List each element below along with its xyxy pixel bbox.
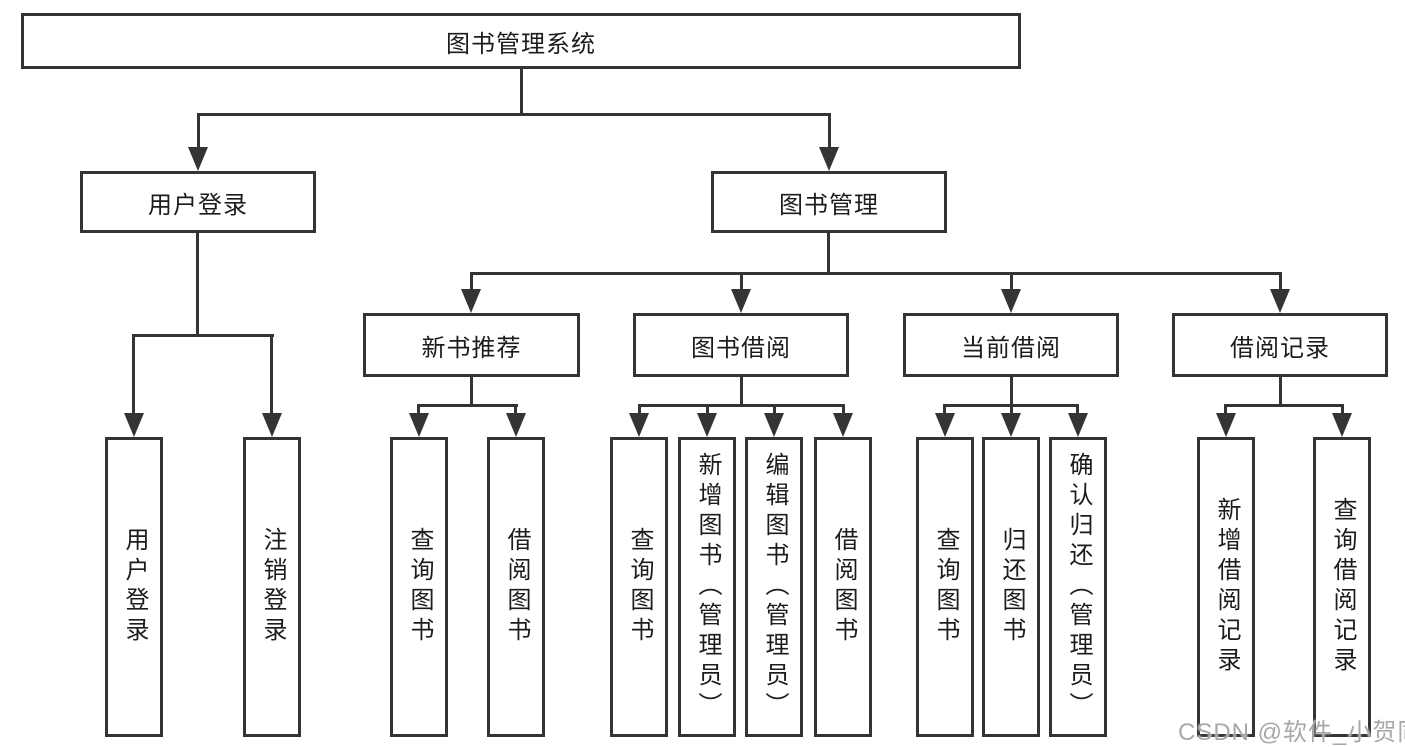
arrowhead: [629, 413, 649, 437]
node-library-system-label: 图书管理系统: [446, 30, 596, 58]
arrowhead: [1068, 413, 1088, 437]
arrowhead: [819, 147, 839, 171]
leaf-logout: 注销登录: [243, 437, 301, 737]
leaf-query-borrow-record: 查询借阅记录: [1313, 437, 1371, 737]
leaf-query-books-borrowing: 查询图书: [610, 437, 668, 737]
arrowhead: [1001, 289, 1021, 313]
arrowhead: [1001, 413, 1021, 437]
arrowhead: [506, 413, 526, 437]
leaf-add-books-admin: 新增图书（管理员）: [678, 437, 736, 737]
leaf-edit-books-admin-label: 编辑图书（管理员）: [761, 452, 788, 722]
connector-line: [270, 334, 273, 414]
connector-line: [197, 113, 200, 149]
arrowhead: [935, 413, 955, 437]
leaf-query-books-borrowing-label: 查询图书: [626, 527, 653, 647]
connector-line: [842, 404, 845, 416]
connector-line: [1010, 377, 1013, 407]
leaf-confirm-return-admin-label: 确认归还（管理员）: [1065, 452, 1092, 722]
arrowhead: [188, 147, 208, 171]
arrowhead: [409, 413, 429, 437]
arrowhead: [1216, 413, 1236, 437]
connector-line: [706, 404, 709, 416]
connector-line: [828, 113, 831, 149]
connector-line: [773, 404, 776, 416]
leaf-add-books-admin-label: 新增图书（管理员）: [694, 452, 721, 722]
connector-line: [639, 404, 844, 407]
csdn-watermark: CSDN @软件_小贺同学: [1178, 719, 1405, 746]
leaf-query-books-recommend-label: 查询图书: [406, 527, 433, 647]
leaf-add-borrow-record: 新增借阅记录: [1197, 437, 1255, 737]
node-current-borrowing-label: 当前借阅: [961, 334, 1061, 362]
leaf-query-books-recommend: 查询图书: [390, 437, 448, 737]
node-book-management-label: 图书管理: [779, 191, 879, 219]
arrowhead: [697, 413, 717, 437]
connector-line: [1076, 404, 1079, 416]
connector-line: [197, 113, 831, 116]
leaf-borrow-books: 借阅图书: [814, 437, 872, 737]
connector-line: [1279, 272, 1282, 291]
connector-line: [943, 404, 946, 416]
connector-line: [1226, 404, 1343, 407]
connector-line: [1279, 377, 1282, 407]
leaf-confirm-return-admin: 确认归还（管理员）: [1049, 437, 1107, 737]
node-current-borrowing: 当前借阅: [903, 313, 1119, 377]
leaf-query-books-current: 查询图书: [916, 437, 974, 737]
leaf-edit-books-admin: 编辑图书（管理员）: [745, 437, 803, 737]
leaf-logout-label: 注销登录: [259, 527, 286, 647]
connector-line: [1010, 272, 1013, 291]
connector-line: [417, 404, 420, 416]
connector-line: [1224, 404, 1227, 416]
node-book-borrowing: 图书借阅: [633, 313, 849, 377]
arrowhead: [764, 413, 784, 437]
leaf-add-borrow-record-label: 新增借阅记录: [1213, 497, 1240, 677]
node-borrowing-records-label: 借阅记录: [1230, 334, 1330, 362]
arrowhead: [1332, 413, 1352, 437]
connector-line: [470, 272, 1281, 275]
connector-line: [1010, 404, 1013, 416]
node-user-login-label: 用户登录: [148, 191, 248, 219]
connector-line: [638, 404, 641, 416]
connector-line: [740, 377, 743, 407]
node-book-management: 图书管理: [711, 171, 947, 233]
connector-line: [827, 233, 830, 275]
leaf-user-login: 用户登录: [105, 437, 163, 737]
connector-line: [133, 334, 274, 337]
node-borrowing-records: 借阅记录: [1172, 313, 1388, 377]
leaf-borrow-books-recommend: 借阅图书: [487, 437, 545, 737]
node-book-borrowing-label: 图书借阅: [691, 334, 791, 362]
leaf-return-books: 归还图书: [982, 437, 1040, 737]
node-new-book-recommendation: 新书推荐: [363, 313, 580, 377]
connector-line: [132, 334, 135, 414]
leaf-borrow-books-recommend-label: 借阅图书: [503, 527, 530, 647]
connector-line: [196, 233, 199, 336]
connector-line: [419, 404, 518, 407]
node-user-login: 用户登录: [80, 171, 316, 233]
leaf-user-login-label: 用户登录: [121, 527, 148, 647]
arrowhead: [124, 413, 144, 437]
arrowhead: [1270, 289, 1290, 313]
arrowhead: [461, 289, 481, 313]
arrowhead: [262, 413, 282, 437]
connector-line: [520, 69, 523, 115]
connector-line: [470, 377, 473, 407]
leaf-query-borrow-record-label: 查询借阅记录: [1329, 497, 1356, 677]
arrowhead: [731, 289, 751, 313]
connector-line: [514, 404, 517, 416]
connector-line: [470, 272, 473, 291]
node-new-book-recommendation-label: 新书推荐: [421, 334, 522, 362]
connector-line: [1341, 404, 1344, 416]
leaf-borrow-books-label: 借阅图书: [830, 527, 857, 647]
arrowhead: [833, 413, 853, 437]
connector-line: [740, 272, 743, 291]
leaf-return-books-label: 归还图书: [998, 527, 1025, 647]
leaf-query-books-current-label: 查询图书: [932, 527, 959, 647]
node-library-system: 图书管理系统: [21, 13, 1021, 69]
